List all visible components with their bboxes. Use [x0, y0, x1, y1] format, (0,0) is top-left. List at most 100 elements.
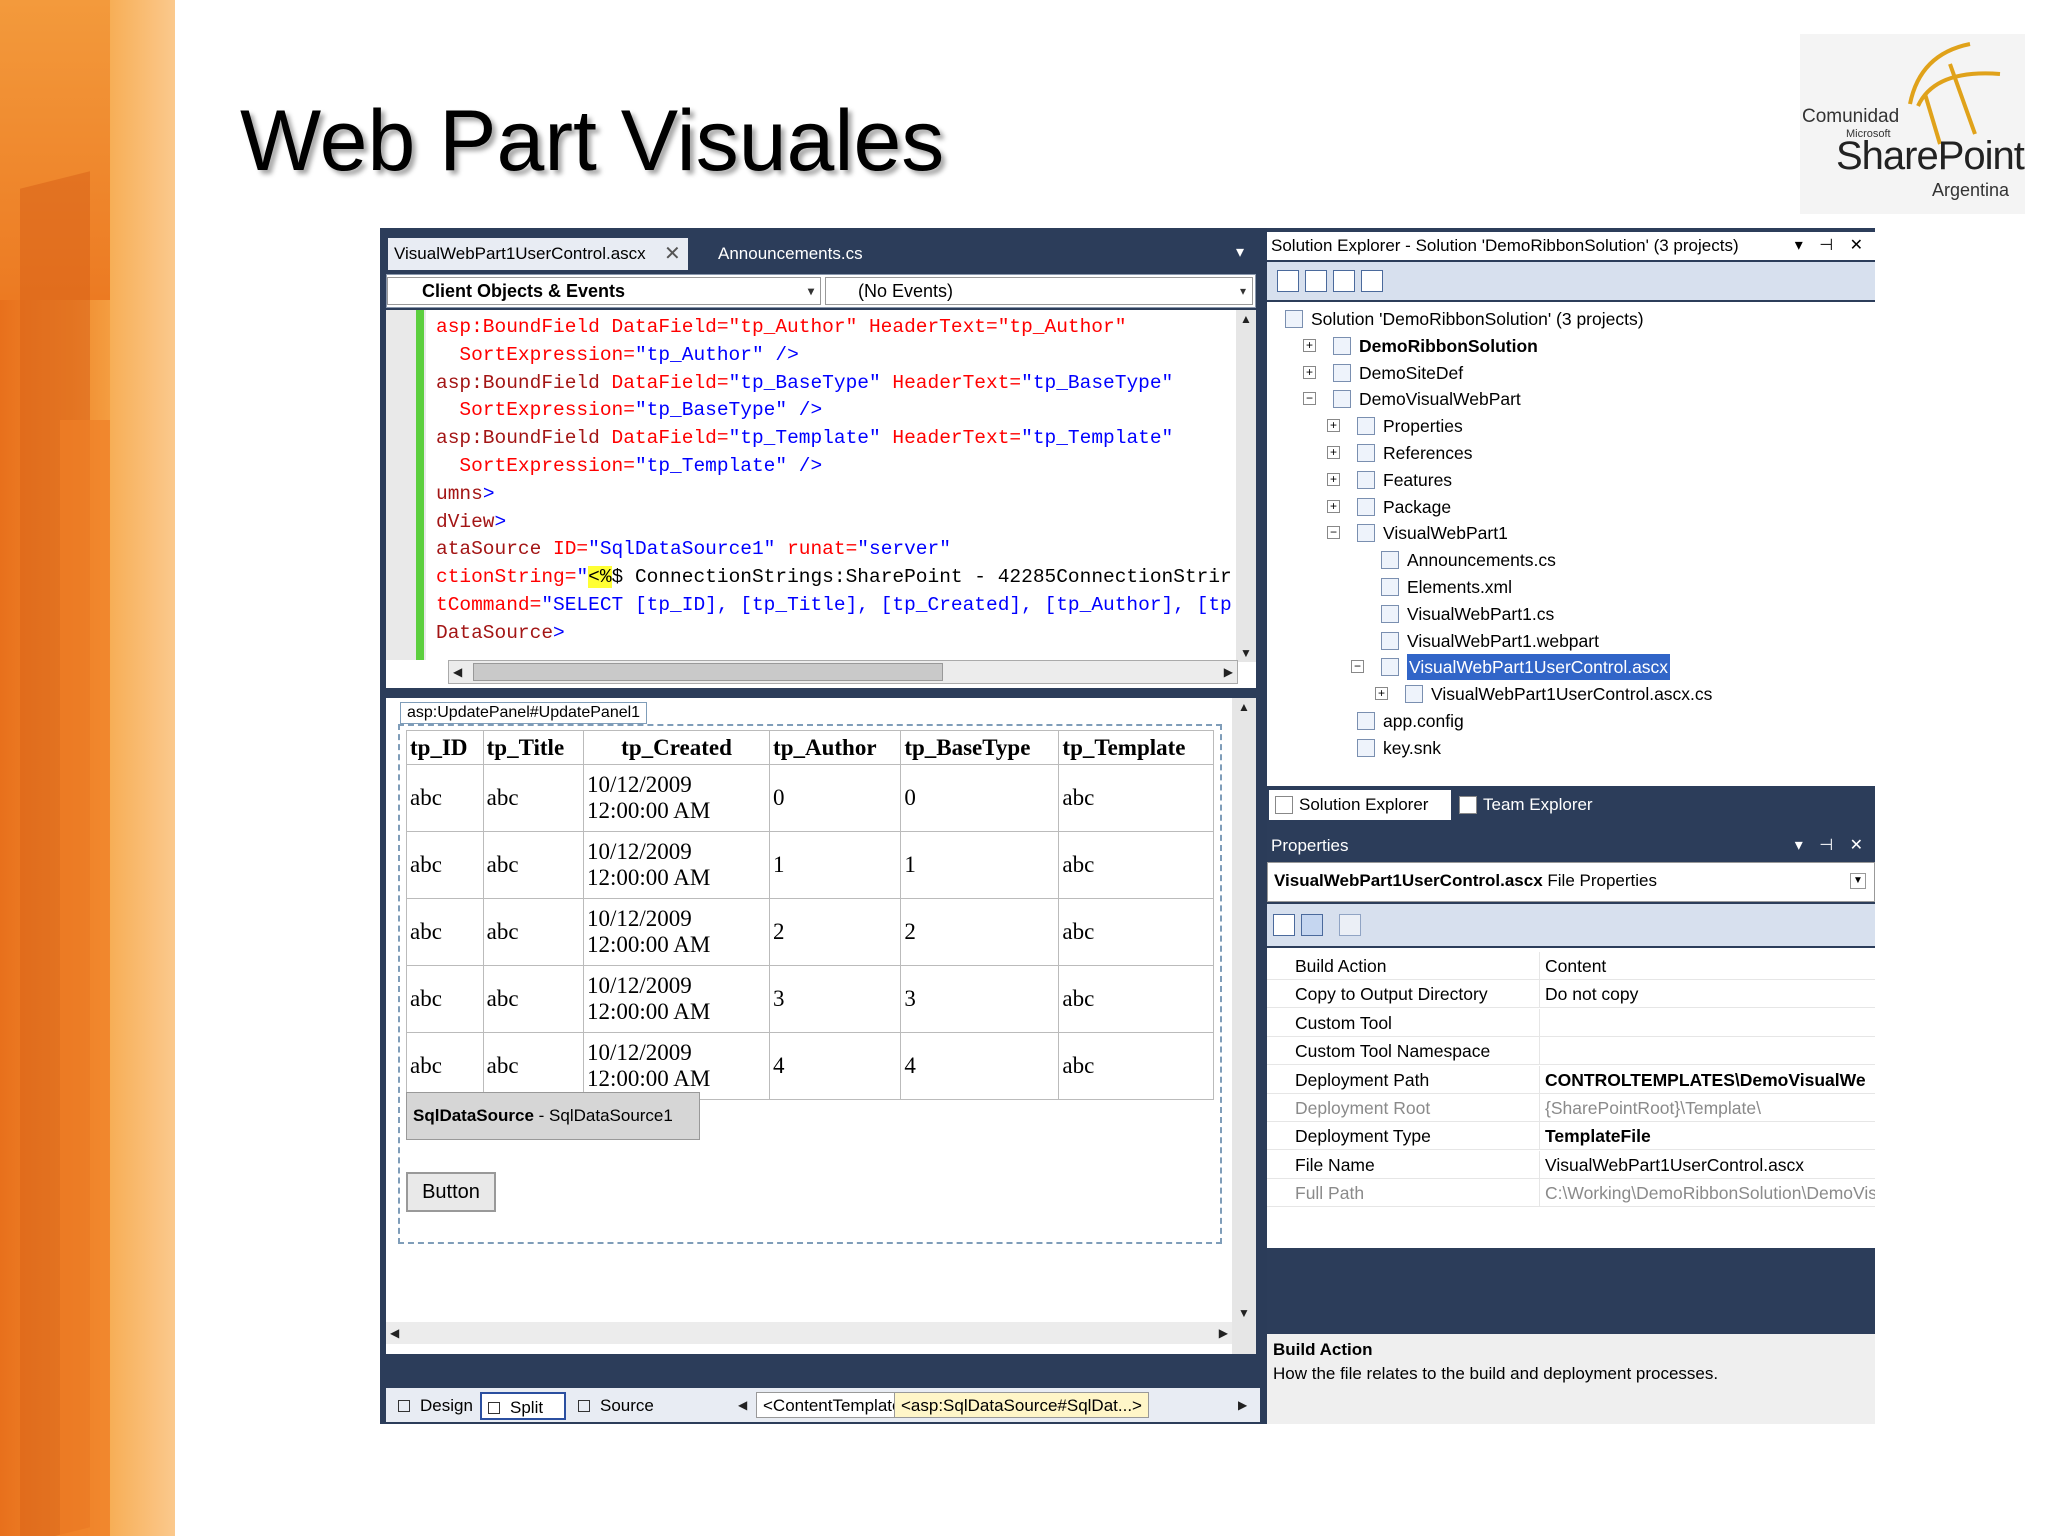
split-divider[interactable]	[386, 690, 1256, 698]
view-code-icon[interactable]	[1361, 270, 1383, 292]
source-view-button[interactable]: Source	[572, 1392, 672, 1420]
objects-dropdown[interactable]: Client Objects & Events ▾	[387, 277, 821, 305]
panel-window-buttons[interactable]: ▾ ⊣ ✕	[1794, 837, 1869, 854]
scroll-down-icon[interactable]: ▼	[1238, 1306, 1250, 1320]
code-line[interactable]: SortExpression="tp_BaseType" />	[436, 397, 1236, 425]
events-dropdown[interactable]: (No Events) ▾	[825, 277, 1253, 305]
refresh-icon[interactable]	[1305, 270, 1327, 292]
code-line[interactable]: ataSource ID="SqlDataSource1" runat="ser…	[436, 536, 1236, 564]
expand-icon[interactable]: +	[1327, 499, 1340, 513]
scroll-up-icon[interactable]: ▲	[1238, 700, 1250, 714]
code-line[interactable]: SortExpression="tp_Template" />	[436, 453, 1236, 481]
source-code-editor[interactable]: asp:BoundField DataField="tp_Author" Hea…	[386, 310, 1256, 688]
scroll-down-icon[interactable]: ▼	[1240, 646, 1252, 660]
tab-visualwebpart1usercontrol[interactable]: VisualWebPart1UserControl.ascx ✕	[388, 238, 688, 270]
design-horizontal-scrollbar[interactable]: ◀ ▶	[386, 1322, 1232, 1344]
property-row[interactable]: Custom Tool	[1267, 1008, 1875, 1037]
sqldatasource-control[interactable]: SqlDataSource - SqlDataSource1	[406, 1092, 700, 1140]
property-value[interactable]: VisualWebPart1UserControl.ascx	[1545, 1154, 1805, 1175]
code-line[interactable]: asp:BoundField DataField="tp_Author" Hea…	[436, 314, 1236, 342]
code-line[interactable]: asp:BoundField DataField="tp_Template" H…	[436, 425, 1236, 453]
scroll-up-icon[interactable]: ▲	[1240, 312, 1252, 326]
code-token: "server"	[857, 538, 951, 561]
code-line[interactable]: asp:BoundField DataField="tp_BaseType" H…	[436, 370, 1236, 398]
scroll-right-icon[interactable]: ▶	[1223, 665, 1233, 679]
grid-cell: abc	[1058, 831, 1214, 899]
scrollbar-thumb[interactable]	[473, 663, 943, 681]
property-value[interactable]: Content	[1545, 956, 1607, 976]
expand-icon[interactable]: +	[1303, 338, 1316, 352]
collapse-icon[interactable]: −	[1303, 392, 1316, 406]
show-all-files-icon[interactable]	[1333, 270, 1355, 292]
tab-dropdown-icon[interactable]: ▾	[1236, 244, 1245, 261]
chevron-down-icon[interactable]: ▼	[1850, 873, 1866, 889]
design-view-button[interactable]: Design	[392, 1392, 476, 1420]
code-line[interactable]: umns>	[436, 481, 1236, 509]
scroll-right-icon[interactable]: ▶	[1218, 1326, 1228, 1340]
panel-window-buttons[interactable]: ▾ ⊣ ✕	[1794, 237, 1869, 254]
scroll-left-icon[interactable]: ◀	[738, 1398, 748, 1412]
property-value[interactable]: Do not copy	[1545, 984, 1639, 1005]
properties-icon[interactable]	[1277, 270, 1299, 292]
code-line[interactable]: DataSource>	[436, 620, 1236, 648]
code-vertical-scrollbar[interactable]: ▲ ▼	[1236, 310, 1256, 662]
expand-icon[interactable]: +	[1327, 446, 1340, 459]
button-control[interactable]: Button	[406, 1172, 496, 1212]
updatepanel-tag[interactable]: asp:UpdatePanel#UpdatePanel1	[400, 702, 648, 724]
tag-breadcrumb-contenttemplate[interactable]: <ContentTemplate>	[756, 1392, 919, 1418]
grid-cell: abc	[482, 1032, 585, 1100]
code-token: "	[576, 566, 589, 589]
code-horizontal-scrollbar[interactable]: ◀ ▶	[448, 660, 1238, 684]
tab-team-explorer[interactable]: Team Explorer	[1453, 790, 1623, 820]
code-line[interactable]: dView>	[436, 509, 1236, 537]
property-value[interactable]: TemplateFile	[1545, 1126, 1651, 1147]
design-vertical-scrollbar[interactable]: ▲ ▼	[1232, 698, 1256, 1354]
code-line[interactable]: SortExpression="tp_Author" />	[436, 342, 1236, 370]
property-row[interactable]: Build Action Content	[1267, 952, 1875, 980]
collapse-icon[interactable]: −	[1327, 526, 1340, 540]
tree-item-label: key.snk	[1383, 737, 1442, 758]
property-value[interactable]: CONTROLTEMPLATES\DemoVisualWe	[1545, 1069, 1866, 1090]
code-token: ataSource	[436, 538, 554, 561]
code-line[interactable]: tCommand="SELECT [tp_ID], [tp_Title], [t…	[436, 592, 1236, 620]
file-icon	[1381, 551, 1399, 570]
grid-cell: 2	[769, 898, 902, 966]
expand-icon[interactable]: +	[1327, 472, 1340, 486]
property-pages-icon[interactable]	[1339, 914, 1361, 936]
alphabetical-sort-icon[interactable]	[1301, 914, 1323, 936]
property-row[interactable]: Deployment Root{SharePointRoot}\Template…	[1267, 1094, 1875, 1122]
tag-breadcrumb-sqldatasource[interactable]: <asp:SqlDataSource#SqlDat...>	[894, 1392, 1149, 1418]
tab-announcements[interactable]: Announcements.cs	[718, 244, 863, 263]
code-lines[interactable]: asp:BoundField DataField="tp_Author" Hea…	[436, 314, 1236, 648]
expand-icon[interactable]: +	[1327, 419, 1340, 433]
close-icon[interactable]: ✕	[664, 243, 681, 265]
expand-icon[interactable]: +	[1375, 687, 1388, 701]
categorized-icon[interactable]	[1273, 914, 1295, 936]
properties-object-selector[interactable]: VisualWebPart1UserControl.ascx File Prop…	[1267, 862, 1875, 902]
column-divider	[1539, 1008, 1540, 1037]
split-view-button[interactable]: Split	[480, 1392, 566, 1420]
property-row[interactable]: Custom Tool Namespace	[1267, 1037, 1875, 1066]
scroll-right-icon[interactable]: ▶	[1238, 1398, 1248, 1412]
property-name: Build Action	[1295, 956, 1387, 976]
tab-solution-explorer[interactable]: Solution Explorer	[1269, 790, 1451, 820]
sqldatasource-id: - SqlDataSource1	[533, 1106, 673, 1125]
code-line[interactable]: ctionString="<%$ ConnectionStrings:Share…	[436, 564, 1236, 592]
solution-tree[interactable]: Solution 'DemoRibbonSolution' (3 project…	[1267, 302, 1875, 786]
scroll-left-icon[interactable]: ◀	[390, 1326, 400, 1340]
property-value[interactable]: C:\Working\DemoRibbonSolution\DemoVisu	[1545, 1183, 1875, 1204]
expand-icon[interactable]: +	[1303, 365, 1316, 379]
property-value[interactable]: {SharePointRoot}\Template\	[1545, 1098, 1761, 1118]
collapse-icon[interactable]: −	[1351, 660, 1364, 674]
tab-solution-explorer-label: Solution Explorer	[1299, 795, 1429, 814]
code-token: >	[494, 510, 507, 533]
scroll-left-icon[interactable]: ◀	[453, 665, 463, 679]
